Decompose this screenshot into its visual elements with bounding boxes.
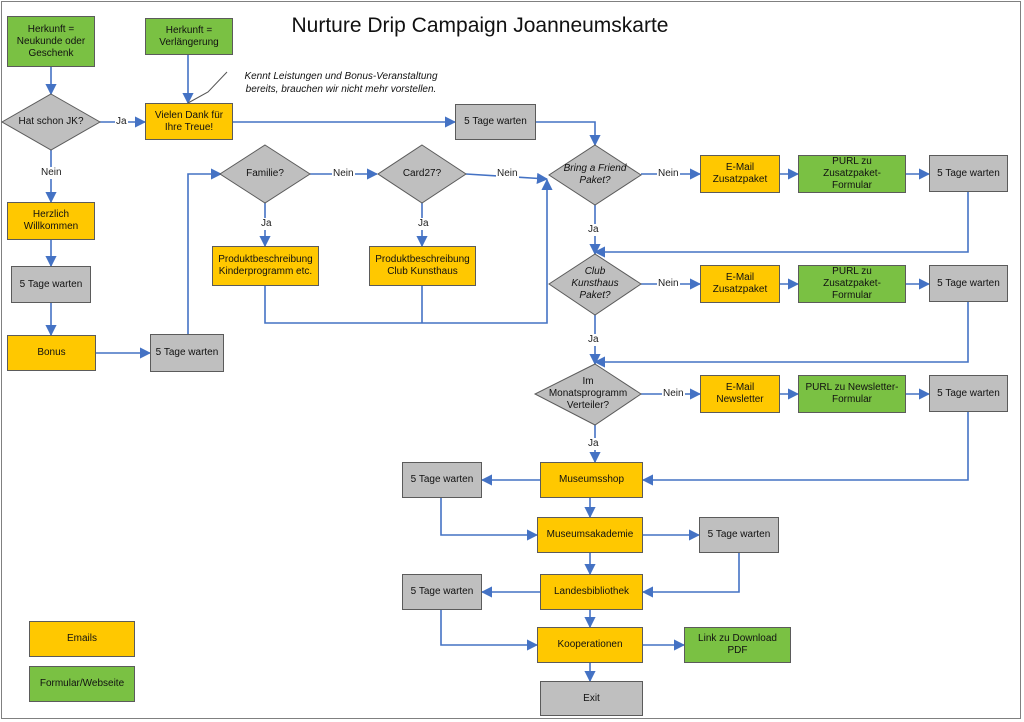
node-wait-bib: 5 Tage warten [402,574,482,610]
edge-label-nein: Nein [496,168,519,180]
decision-diamond-card27 [377,144,467,204]
page-title: Nurture Drip Campaign Joanneumskarte [291,14,669,37]
node-herzlich-willkommen: Herzlich Willkommen [7,202,95,240]
edge-label-nein: Nein [662,388,685,400]
edge-wait-return-1 [593,192,969,258]
edge-label-ja: Ja [115,116,128,128]
node-mail-zusatz-1: E-Mail Zusatzpaket [700,155,780,193]
node-purl-newsletter: PURL zu Newsletter- Formular [798,375,906,413]
node-wait-akademie: 5 Tage warten [699,517,779,553]
node-purl-zusatz-1: PURL zu Zusatzpaket- Formular [798,155,906,193]
node-wait-r2: 5 Tage warten [929,265,1008,302]
node-bonus: Bonus [7,335,96,371]
edge-wait-to-familie [187,168,223,334]
node-purl-zusatz-2: PURL zu Zusatzpaket- Formular [798,265,906,303]
legend-formular: Formular/Webseite [29,666,135,702]
edge-label-ja: Ja [587,334,600,346]
decision-diamond-familie [219,144,311,204]
edge-kinder-to-bring [264,178,553,324]
edge-wait-to-shop [641,412,969,486]
decision-diamond-monat [533,363,642,426]
edge-label-nein: Nein [657,278,680,290]
edge-label-ja: Ja [260,218,273,230]
legend-emails: Emails [29,621,135,657]
edge-label-nein: Nein [657,168,680,180]
edge-label-ja: Ja [587,224,600,236]
node-landesbibliothek: Landesbibliothek [540,574,643,610]
edge-label-ja: Ja [587,438,600,450]
node-wait-shop: 5 Tage warten [402,462,482,498]
decision-diamond-bring [548,144,642,206]
node-wait-left: 5 Tage warten [11,266,91,303]
node-museumsakademie: Museumsakademie [537,517,643,553]
edge-label-nein: Nein [40,167,63,179]
node-mail-newsletter: E-Mail Newsletter [700,375,780,413]
decision-diamond-club [548,253,642,316]
node-vielen-dank: Vielen Dank für Ihre Treue! [145,103,233,140]
annotation-note: Kennt Leistungen und Bonus-Veranstaltung… [244,71,438,95]
node-mail-zusatz-2: E-Mail Zusatzpaket [700,265,780,303]
edge-wait-return-2 [593,302,969,368]
node-wait-r1: 5 Tage warten [929,155,1008,192]
edge-wait-to-bring [536,121,601,147]
node-prod-club: Produktbeschreibung Club Kunsthaus [369,246,476,286]
edge-wait-to-koop [440,610,539,651]
node-wait-bonus: 5 Tage warten [150,334,224,372]
node-museumsshop: Museumsshop [540,462,643,498]
edge-wait-to-bib [641,553,740,598]
node-exit: Exit [540,681,643,716]
node-wait-top: 5 Tage warten [455,104,536,140]
decision-diamond-hasjk [0,93,102,151]
edge-label-ja: Ja [417,218,430,230]
node-kooperationen: Kooperationen [537,627,643,663]
node-start-neukunde: Herkunft = Neukunde oder Geschenk [7,16,95,67]
node-start-verlaengerung: Herkunft = Verlängerung [145,18,233,55]
node-wait-r3: 5 Tage warten [929,375,1008,412]
node-prod-kinder: Produktbeschreibung Kinderprogramm etc. [212,246,319,286]
edge-note-callout [187,71,228,104]
edge-label-nein: Nein [332,168,355,180]
edge-wait-to-akademie [440,498,539,541]
node-download-pdf: Link zu Download PDF [684,627,791,663]
